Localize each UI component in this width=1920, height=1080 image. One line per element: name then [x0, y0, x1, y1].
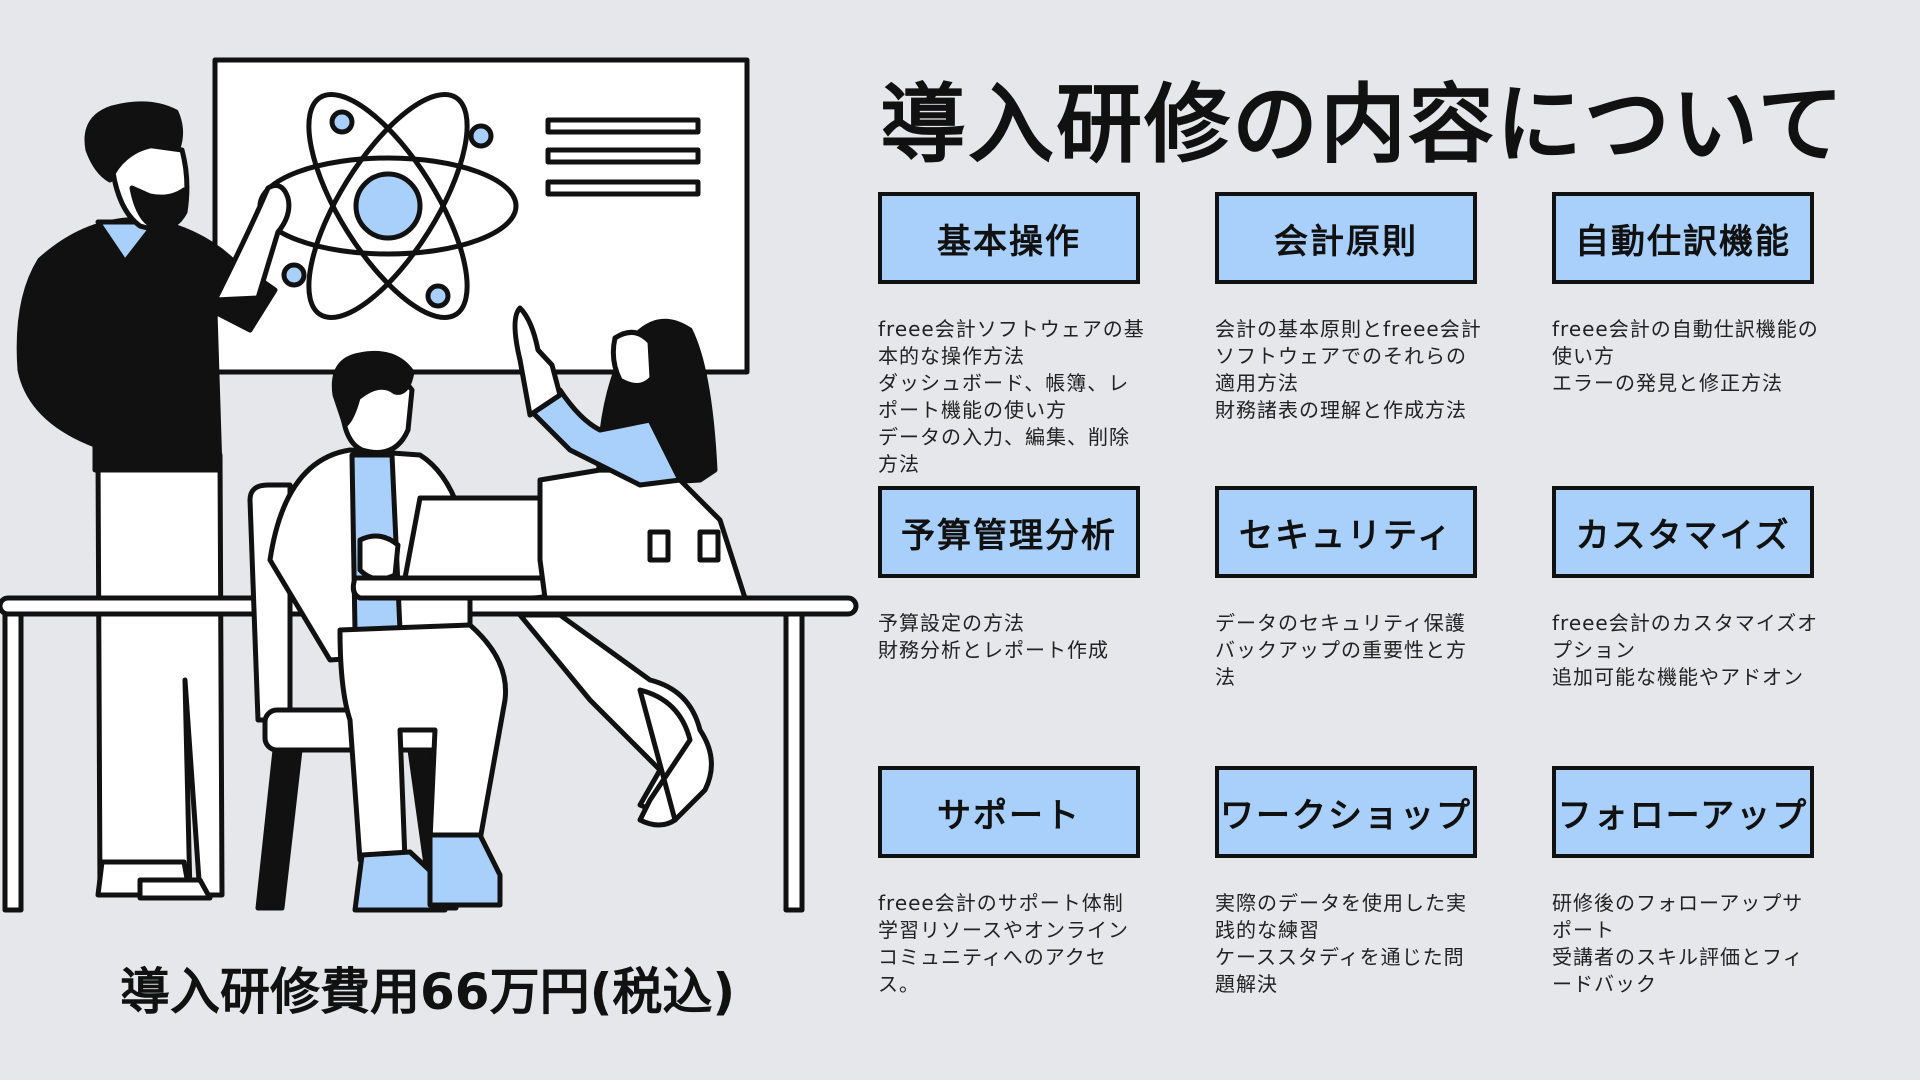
card-description: freee会計のカスタマイズオプション 追加可能な機能やアドオン: [1552, 610, 1822, 691]
card-description: 研修後のフォローアップサポート 受講者のスキル評価とフィードバック: [1552, 890, 1822, 998]
card-workshop: ワークショップ 実際のデータを使用した実践的な練習 ケーススタディを通じた問題解…: [1215, 766, 1545, 998]
desk-leg-left: [2, 611, 24, 913]
card-description: データのセキュリティ保護 バックアップの重要性と方法: [1215, 610, 1485, 691]
desk-leg-right: [783, 611, 805, 913]
card-line: 会計の基本原則とfreee会計ソフトウェアでのそれらの適用方法: [1215, 317, 1482, 395]
card-description: freee会計のサポート体制 学習リソースやオンラインコミュニティへのアクセス。: [878, 890, 1148, 998]
card-description: 実際のデータを使用した実践的な練習 ケーススタディを通じた問題解決: [1215, 890, 1485, 998]
seated-man: [267, 350, 509, 913]
card-line: バックアップの重要性と方法: [1215, 638, 1467, 689]
card-line: 学習リソースやオンラインコミュニティへのアクセス。: [878, 918, 1129, 996]
card-line: 財務諸表の理解と作成方法: [1215, 398, 1467, 422]
card-line: freee会計のカスタマイズオプション: [1552, 611, 1819, 662]
card-description: freee会計ソフトウェアの基本的な操作方法 ダッシュボード、帳簿、レポート機能…: [878, 316, 1148, 478]
card-line: 追加可能な機能やアドオン: [1552, 665, 1804, 689]
card-line: ダッシュボード、帳簿、レポート機能の使い方: [878, 371, 1130, 422]
card-heading: セキュリティ: [1215, 486, 1477, 578]
card-heading: フォローアップ: [1552, 766, 1814, 858]
card-support: サポート freee会計のサポート体制 学習リソースやオンラインコミュニティへの…: [878, 766, 1208, 998]
card-follow-up: フォローアップ 研修後のフォローアップサポート 受講者のスキル評価とフィードバッ…: [1552, 766, 1882, 998]
card-budget-analysis: 予算管理分析 予算設定の方法 財務分析とレポート作成: [878, 486, 1208, 664]
page-title: 導入研修の内容について: [880, 75, 1846, 175]
card-description: 予算設定の方法 財務分析とレポート作成: [878, 610, 1148, 664]
card-line: 受講者のスキル評価とフィードバック: [1552, 945, 1804, 996]
board-text-lines: [545, 117, 701, 197]
card-line: ケーススタディを通じた問題解決: [1215, 945, 1465, 996]
card-line: エラーの発見と修正方法: [1552, 371, 1783, 395]
team-meeting-illustration: [0, 57, 859, 913]
card-heading: 自動仕訳機能: [1552, 192, 1814, 284]
card-heading: ワークショップ: [1215, 766, 1477, 858]
card-line: 実際のデータを使用した実践的な練習: [1215, 891, 1467, 942]
card-accounting-principles: 会計原則 会計の基本原則とfreee会計ソフトウェアでのそれらの適用方法 財務諸…: [1215, 192, 1545, 424]
card-line: データの入力、編集、削除方法: [878, 425, 1130, 476]
card-heading: 予算管理分析: [878, 486, 1140, 578]
card-heading: 会計原則: [1215, 192, 1477, 284]
card-heading: 基本操作: [878, 192, 1140, 284]
card-heading: カスタマイズ: [1552, 486, 1814, 578]
seated-woman: [512, 305, 748, 828]
training-fee: 導入研修費用66万円(税込): [120, 963, 736, 1021]
standing-man: [16, 101, 292, 901]
card-security: セキュリティ データのセキュリティ保護 バックアップの重要性と方法: [1215, 486, 1545, 691]
card-line: データのセキュリティ保護: [1215, 611, 1466, 635]
card-auto-journal: 自動仕訳機能 freee会計の自動仕訳機能の使い方 エラーの発見と修正方法: [1552, 192, 1882, 397]
card-basic-operation: 基本操作 freee会計ソフトウェアの基本的な操作方法 ダッシュボード、帳簿、レ…: [878, 192, 1208, 478]
card-heading: サポート: [878, 766, 1140, 858]
card-line: 財務分析とレポート作成: [878, 638, 1109, 662]
card-description: 会計の基本原則とfreee会計ソフトウェアでのそれらの適用方法 財務諸表の理解と…: [1215, 316, 1485, 424]
card-line: freee会計のサポート体制: [878, 891, 1124, 915]
card-line: freee会計ソフトウェアの基本的な操作方法: [878, 317, 1145, 368]
card-line: 予算設定の方法: [878, 611, 1025, 635]
card-description: freee会計の自動仕訳機能の使い方 エラーの発見と修正方法: [1552, 316, 1822, 397]
card-line: freee会計の自動仕訳機能の使い方: [1552, 317, 1819, 368]
card-line: 研修後のフォローアップサポート: [1552, 891, 1804, 942]
card-customize: カスタマイズ freee会計のカスタマイズオプション 追加可能な機能やアドオン: [1552, 486, 1882, 691]
